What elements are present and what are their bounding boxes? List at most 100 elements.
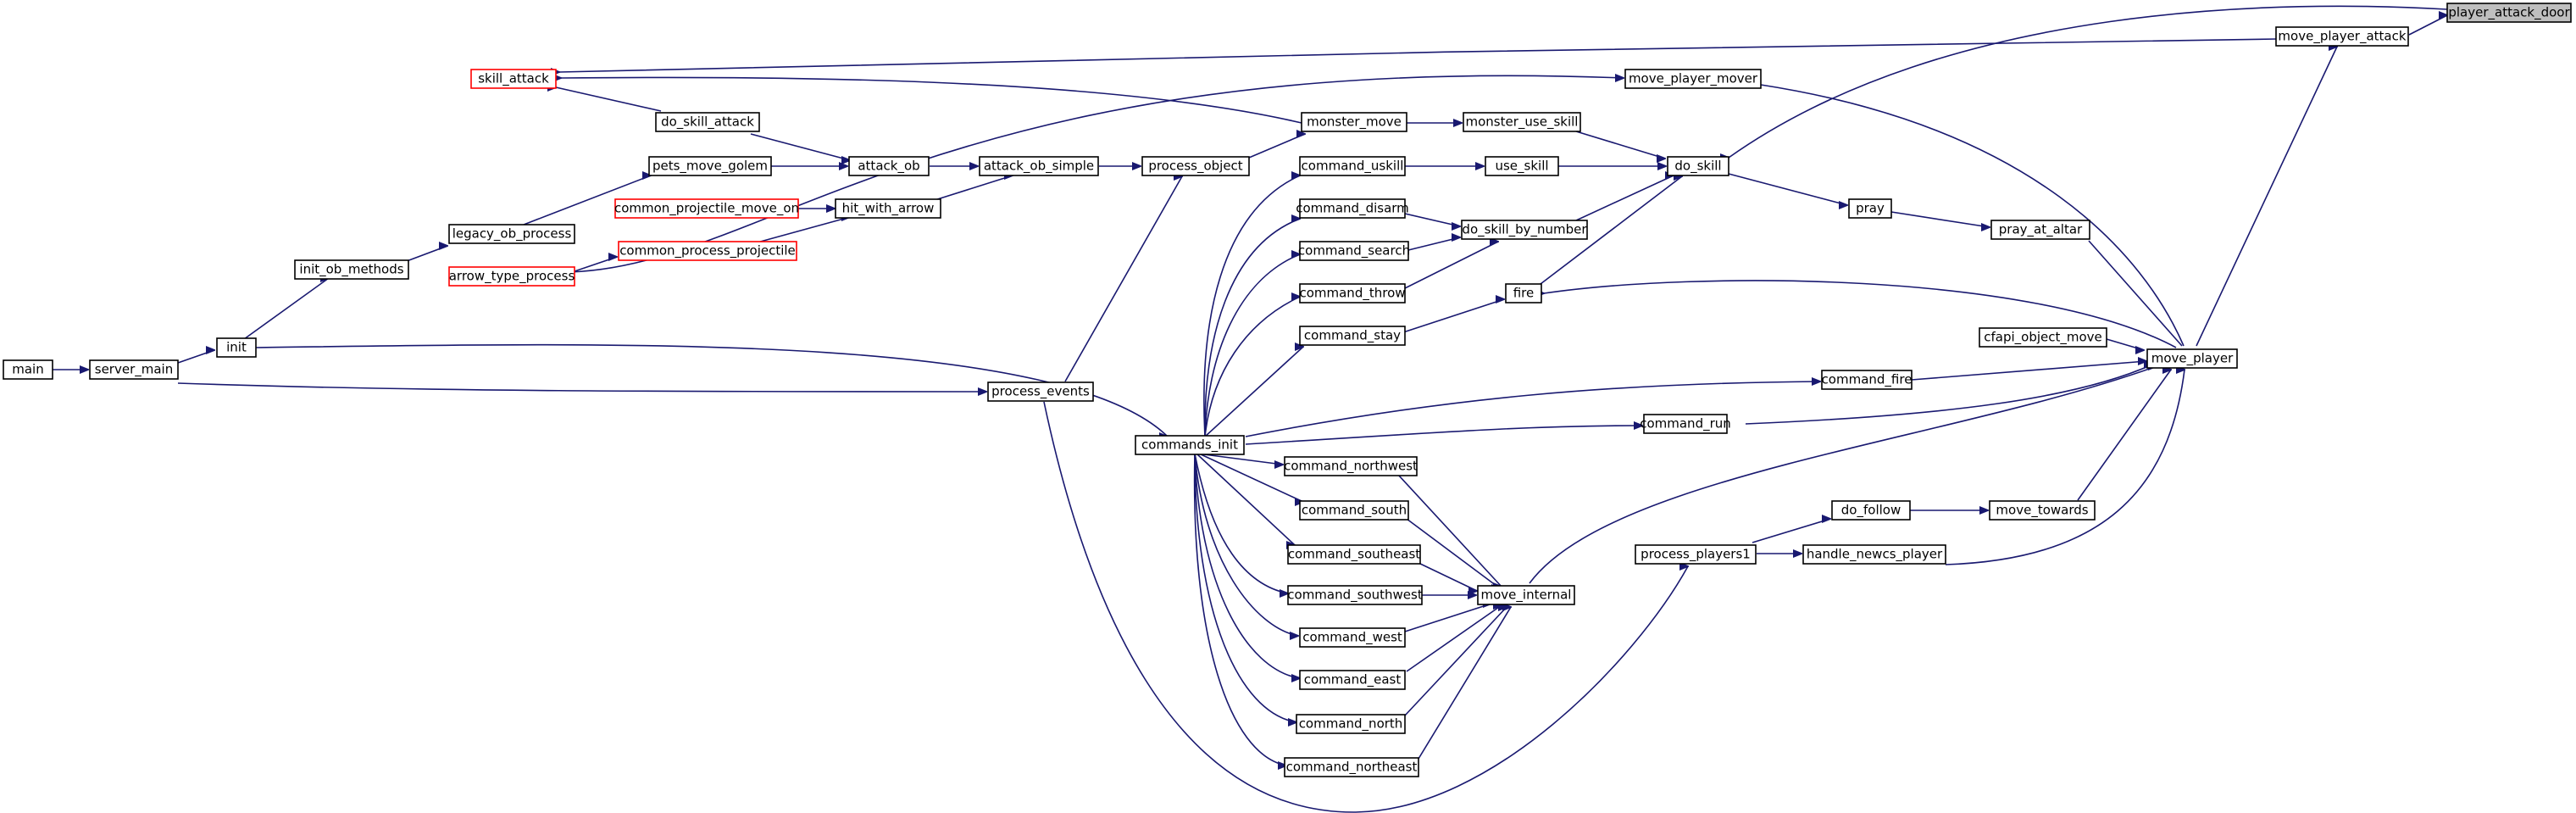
edge-do-skill-attack-to-attack-ob	[750, 133, 850, 160]
edge-do-skill-attack-to-skill-attack	[556, 87, 662, 112]
svg-text:command_south: command_south	[1302, 503, 1407, 519]
edge-command-disarm-to-do-skill-by-number	[1404, 213, 1460, 226]
node-command-uskill[interactable]: command_uskill	[1299, 156, 1406, 176]
node-legacy-ob-process[interactable]: legacy_ob_process	[448, 224, 575, 244]
node-attack-ob[interactable]: attack_ob	[848, 156, 930, 176]
node-do-skill[interactable]: do_skill	[1667, 156, 1729, 176]
node-init-ob-methods[interactable]: init_ob_methods	[294, 259, 409, 280]
node-move-towards[interactable]: move_towards	[1989, 500, 2096, 521]
svg-text:command_disarm: command_disarm	[1296, 201, 1409, 217]
node-monster-use-skill[interactable]: monster_use_skill	[1463, 112, 1581, 132]
svg-text:command_stay: command_stay	[1304, 328, 1401, 344]
node-command-throw[interactable]: command_throw	[1299, 283, 1406, 303]
node-main[interactable]: main	[3, 359, 53, 380]
svg-text:command_northeast: command_northeast	[1286, 760, 1418, 776]
svg-text:process_object: process_object	[1148, 159, 1242, 175]
node-common-process-projectile[interactable]: common_process_projectile	[618, 241, 797, 261]
edge-commands-init-to-command-search	[1204, 254, 1300, 437]
node-command-southwest[interactable]: command_southwest	[1287, 585, 1423, 605]
node-pray[interactable]: pray	[1848, 198, 1892, 219]
edge-move-player-to-fire	[1544, 280, 2177, 348]
node-command-run[interactable]: command_run	[1640, 414, 1731, 434]
node-hit-with-arrow[interactable]: hit_with_arrow	[835, 198, 941, 219]
node-do-skill-by-number[interactable]: do_skill_by_number	[1461, 220, 1588, 240]
svg-text:move_player: move_player	[2151, 351, 2234, 367]
node-process-object[interactable]: process_object	[1141, 156, 1250, 176]
node-do-skill-attack[interactable]: do_skill_attack	[655, 112, 760, 132]
node-move-internal[interactable]: move_internal	[1477, 585, 1575, 605]
svg-text:move_internal: move_internal	[1481, 587, 1572, 604]
svg-text:handle_newcs_player: handle_newcs_player	[1807, 547, 1943, 563]
edge-skill-attack-from-move-player-attack	[559, 38, 2277, 72]
node-command-northwest[interactable]: command_northwest	[1284, 456, 1418, 476]
svg-text:legacy_ob_process: legacy_ob_process	[452, 226, 572, 242]
svg-text:command_southwest: command_southwest	[1287, 587, 1423, 604]
node-command-west[interactable]: command_west	[1299, 627, 1406, 648]
svg-text:commands_init: commands_init	[1141, 437, 1238, 454]
edge-legacy-ob-process-to-pets-move-golem	[523, 175, 651, 226]
node-process-players1[interactable]: process_players1	[1635, 544, 1757, 565]
node-move-player[interactable]: move_player	[2146, 348, 2238, 369]
edge-do-skill-by-number-to-do-skill	[1575, 175, 1674, 221]
edge-commands-init-to-command-disarm	[1204, 219, 1300, 437]
node-command-fire[interactable]: command_fire	[1821, 370, 1913, 390]
node-process-events[interactable]: process_events	[987, 381, 1094, 402]
edge-move-player-to-move-player-attack	[2196, 47, 2337, 347]
node-command-south[interactable]: command_south	[1299, 500, 1409, 521]
edge-handle-newcs-player-to-move-player	[1945, 370, 2185, 565]
node-fire[interactable]: fire	[1505, 283, 1542, 303]
node-attack-ob-simple[interactable]: attack_ob_simple	[979, 156, 1099, 176]
edge-hit-with-arrow-to-attack-ob-simple	[931, 175, 1013, 202]
edge-command-west-to-move-internal	[1404, 604, 1491, 632]
svg-text:command_northwest: command_northwest	[1284, 459, 1418, 475]
node-do-follow[interactable]: do_follow	[1831, 500, 1911, 521]
node-command-southeast[interactable]: command_southeast	[1287, 544, 1421, 565]
edge-move-towards-to-move-player	[2077, 370, 2171, 501]
node-player-attack-door[interactable]: player_attack_door	[2446, 3, 2572, 23]
edge-common-process-projectile-to-hit-with-arrow	[753, 217, 850, 244]
edge-init-to-init-ob-methods	[243, 278, 329, 340]
node-use-skill[interactable]: use_skill	[1485, 156, 1559, 176]
svg-text:command_search: command_search	[1298, 243, 1410, 259]
svg-text:monster_move: monster_move	[1307, 114, 1402, 131]
svg-text:process_events: process_events	[991, 384, 1090, 400]
svg-text:pray: pray	[1856, 201, 1885, 216]
node-arrow-type-process[interactable]: arrow_type_process	[448, 266, 575, 287]
node-handle-newcs-player[interactable]: handle_newcs_player	[1802, 544, 1946, 565]
node-skill-attack[interactable]: skill_attack	[470, 69, 557, 89]
node-commands-init[interactable]: commands_init	[1135, 435, 1245, 455]
node-server-main[interactable]: server_main	[89, 359, 179, 380]
node-command-northeast[interactable]: command_northeast	[1284, 757, 1419, 777]
node-init[interactable]: init	[216, 337, 257, 358]
svg-text:arrow_type_process: arrow_type_process	[449, 269, 575, 285]
edge-arrow-type-process-to-common-process-projectile	[574, 257, 617, 272]
svg-text:command_throw: command_throw	[1299, 286, 1405, 302]
edge-process-events-to-process-object	[1064, 176, 1182, 382]
node-command-east[interactable]: command_east	[1299, 670, 1406, 690]
edge-pray-to-pray-at-altar	[1890, 211, 1990, 227]
node-move-player-mover[interactable]: move_player_mover	[1624, 69, 1762, 89]
edge-command-run-to-move-player	[1745, 365, 2152, 425]
edges	[53, 5, 2448, 813]
node-command-search[interactable]: command_search	[1298, 241, 1410, 261]
node-move-player-attack[interactable]: move_player_attack	[2275, 26, 2409, 47]
svg-text:command_north: command_north	[1299, 716, 1403, 732]
svg-text:monster_use_skill: monster_use_skill	[1466, 114, 1579, 131]
node-pets-move-golem[interactable]: pets_move_golem	[648, 156, 772, 176]
edge-command-north-to-move-internal	[1404, 607, 1507, 716]
edge-server-main-to-init	[177, 350, 214, 364]
node-command-disarm[interactable]: command_disarm	[1296, 198, 1409, 219]
edge-move-player-mover-to-move-player	[1760, 84, 2185, 347]
node-common-projectile-move-on[interactable]: common_projectile_move_on	[614, 198, 799, 219]
node-command-stay[interactable]: command_stay	[1299, 326, 1406, 346]
svg-text:do_follow: do_follow	[1841, 503, 1901, 519]
edge-process-events-to-process-players1	[1043, 401, 1688, 813]
edge-do-skill-to-player-attack-door	[1729, 5, 2448, 158]
node-pray-at-altar[interactable]: pray_at_altar	[1990, 220, 2090, 240]
node-cfapi-object-move[interactable]: cfapi_object_move	[1979, 327, 2107, 348]
edge-monster-move-to-skill-attack	[561, 77, 1302, 124]
node-monster-move[interactable]: monster_move	[1301, 112, 1407, 132]
svg-text:move_player_attack: move_player_attack	[2278, 29, 2406, 45]
node-command-north[interactable]: command_north	[1296, 714, 1406, 734]
edge-commands-init-to-command-run	[1245, 426, 1642, 445]
